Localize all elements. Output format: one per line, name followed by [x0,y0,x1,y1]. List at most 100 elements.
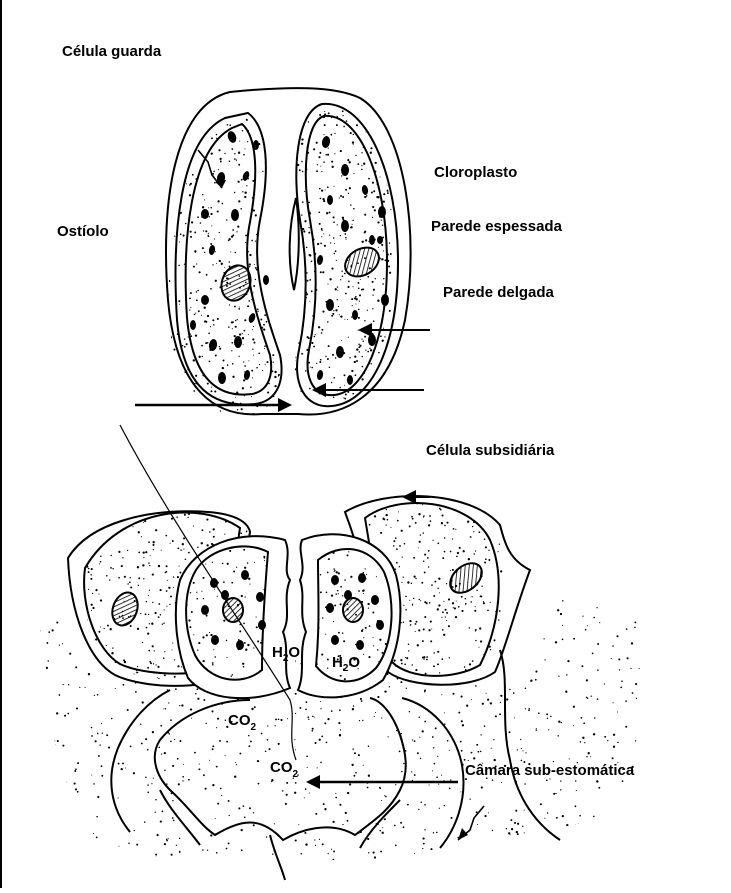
stipple-dot [264,345,266,347]
stipple-dot [201,542,203,544]
stipple-dot [107,625,109,627]
stipple-dot [395,537,397,539]
stipple-dot [484,815,486,817]
stipple-dot [461,720,463,722]
stipple-dot [92,593,93,594]
stipple-dot [342,632,343,633]
stipple-dot [437,663,439,665]
stipple-dot [97,694,99,696]
stipple-dot [239,532,241,534]
stipple-dot [431,584,433,586]
stipple-dot [560,613,562,615]
stipple-dot [308,121,309,122]
stipple-dot [475,606,476,607]
stipple-dot [46,667,48,669]
stipple-dot [406,688,407,689]
stipple-dot [182,674,183,675]
stipple-dot [460,741,462,743]
stipple-dot [220,410,222,412]
stipple-dot [229,261,231,263]
stipple-dot [118,551,120,553]
stipple-dot [216,134,217,135]
stipple-dot [79,687,80,688]
stipple-dot [480,595,482,597]
stipple-dot [309,388,311,390]
stipple-dot [69,653,71,655]
stipple-dot [433,665,435,667]
stipple-dot [319,739,321,741]
stipple-dot [513,692,515,694]
stipple-dot [128,842,130,844]
stipple-dot [173,587,174,588]
stipple-dot [245,649,247,651]
stipple-dot [400,822,402,824]
stipple-dot [309,279,311,281]
stipple-dot [506,828,507,829]
stipple-dot [337,286,338,287]
stipple-dot [165,708,166,709]
stipple-dot [383,200,385,202]
stipple-dot [381,717,382,718]
stipple-dot [304,797,305,798]
stipple-dot [597,698,599,700]
stipple-dot [421,582,423,584]
stipple-dot [299,169,301,171]
chloroplast [369,235,375,245]
stipple-dot [405,609,407,611]
stipple-dot [384,795,385,796]
stipple-dot [381,220,382,221]
stipple-dot [382,832,384,834]
stipple-dot [179,241,180,242]
stipple-dot [538,712,540,714]
stipple-dot [121,768,123,770]
stipple-dot [309,213,311,215]
stipple-dot [471,699,472,700]
stipple-dot [190,333,191,334]
stipple-dot [343,126,345,128]
stipple-dot [354,361,356,363]
stipple-dot [323,134,324,135]
stipple-dot [213,649,214,650]
stipple-dot [430,520,432,522]
stipple-dot [188,619,190,621]
stipple-dot [417,644,419,646]
stipple-dot [331,382,332,383]
stipple-dot [93,783,95,785]
stipple-dot [413,575,415,577]
stipple-dot [340,195,342,197]
stipple-dot [524,783,526,785]
stipple-dot [613,746,615,748]
chloroplast [258,620,266,630]
stipple-dot [439,592,440,593]
stipple-dot [173,820,175,822]
stipple-dot [234,776,236,778]
stipple-dot [239,141,240,142]
stipple-dot [363,765,364,766]
stipple-dot [635,740,636,741]
stipple-dot [546,779,548,781]
stipple-dot [439,672,440,673]
stipple-dot [238,164,240,166]
stipple-dot [196,592,197,593]
stipple-dot [424,804,426,806]
stipple-dot [255,267,257,269]
stipple-dot [52,629,54,631]
stipple-dot [355,155,356,156]
stipple-dot [197,649,198,650]
stipple-dot [138,577,140,579]
stipple-dot [320,359,322,361]
stipple-dot [324,808,326,810]
stipple-dot [480,751,482,753]
stipple-dot [112,568,113,569]
stipple-dot [371,192,373,194]
stipple-dot [429,602,431,604]
stipple-dot [586,697,587,698]
stipple-dot [356,348,358,350]
stipple-dot [164,843,166,845]
stipple-dot [321,236,322,237]
stipple-dot [483,601,484,602]
stipple-dot [362,590,364,592]
stipple-dot [334,243,335,244]
stipple-dot [248,300,250,302]
stipple-dot [445,609,447,611]
